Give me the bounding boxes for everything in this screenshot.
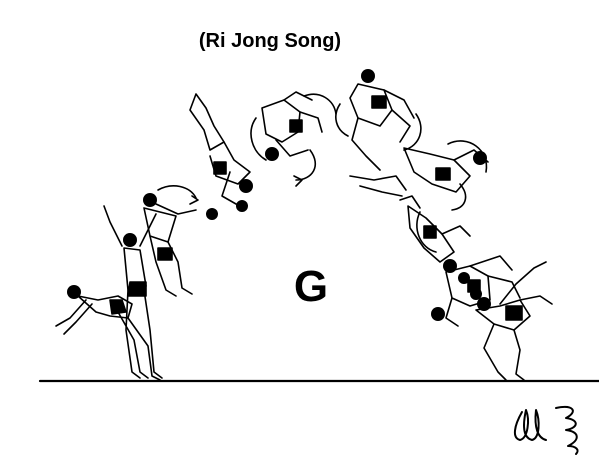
gymnast-figure-10	[475, 261, 553, 381]
gymnast-figure-6	[335, 69, 422, 171]
gymnast-figure-9	[431, 255, 521, 327]
gymnast-figure-1	[55, 285, 161, 381]
gymnast-figure-8	[399, 195, 471, 273]
trajectory-dot	[458, 272, 470, 284]
gymnast-figure-4	[189, 93, 253, 205]
gymnast-figure-5	[250, 91, 337, 187]
gymnast-figure-3	[143, 185, 199, 297]
skill-name-title: (Ri Jong Song)	[198, 30, 342, 52]
trajectory-dot	[236, 200, 248, 212]
artist-signature	[514, 406, 579, 455]
gymnast-figure-7	[349, 140, 489, 211]
gymnast-figure-2	[103, 205, 163, 379]
difficulty-value-label: G	[293, 262, 329, 311]
trajectory-dot	[206, 208, 218, 220]
